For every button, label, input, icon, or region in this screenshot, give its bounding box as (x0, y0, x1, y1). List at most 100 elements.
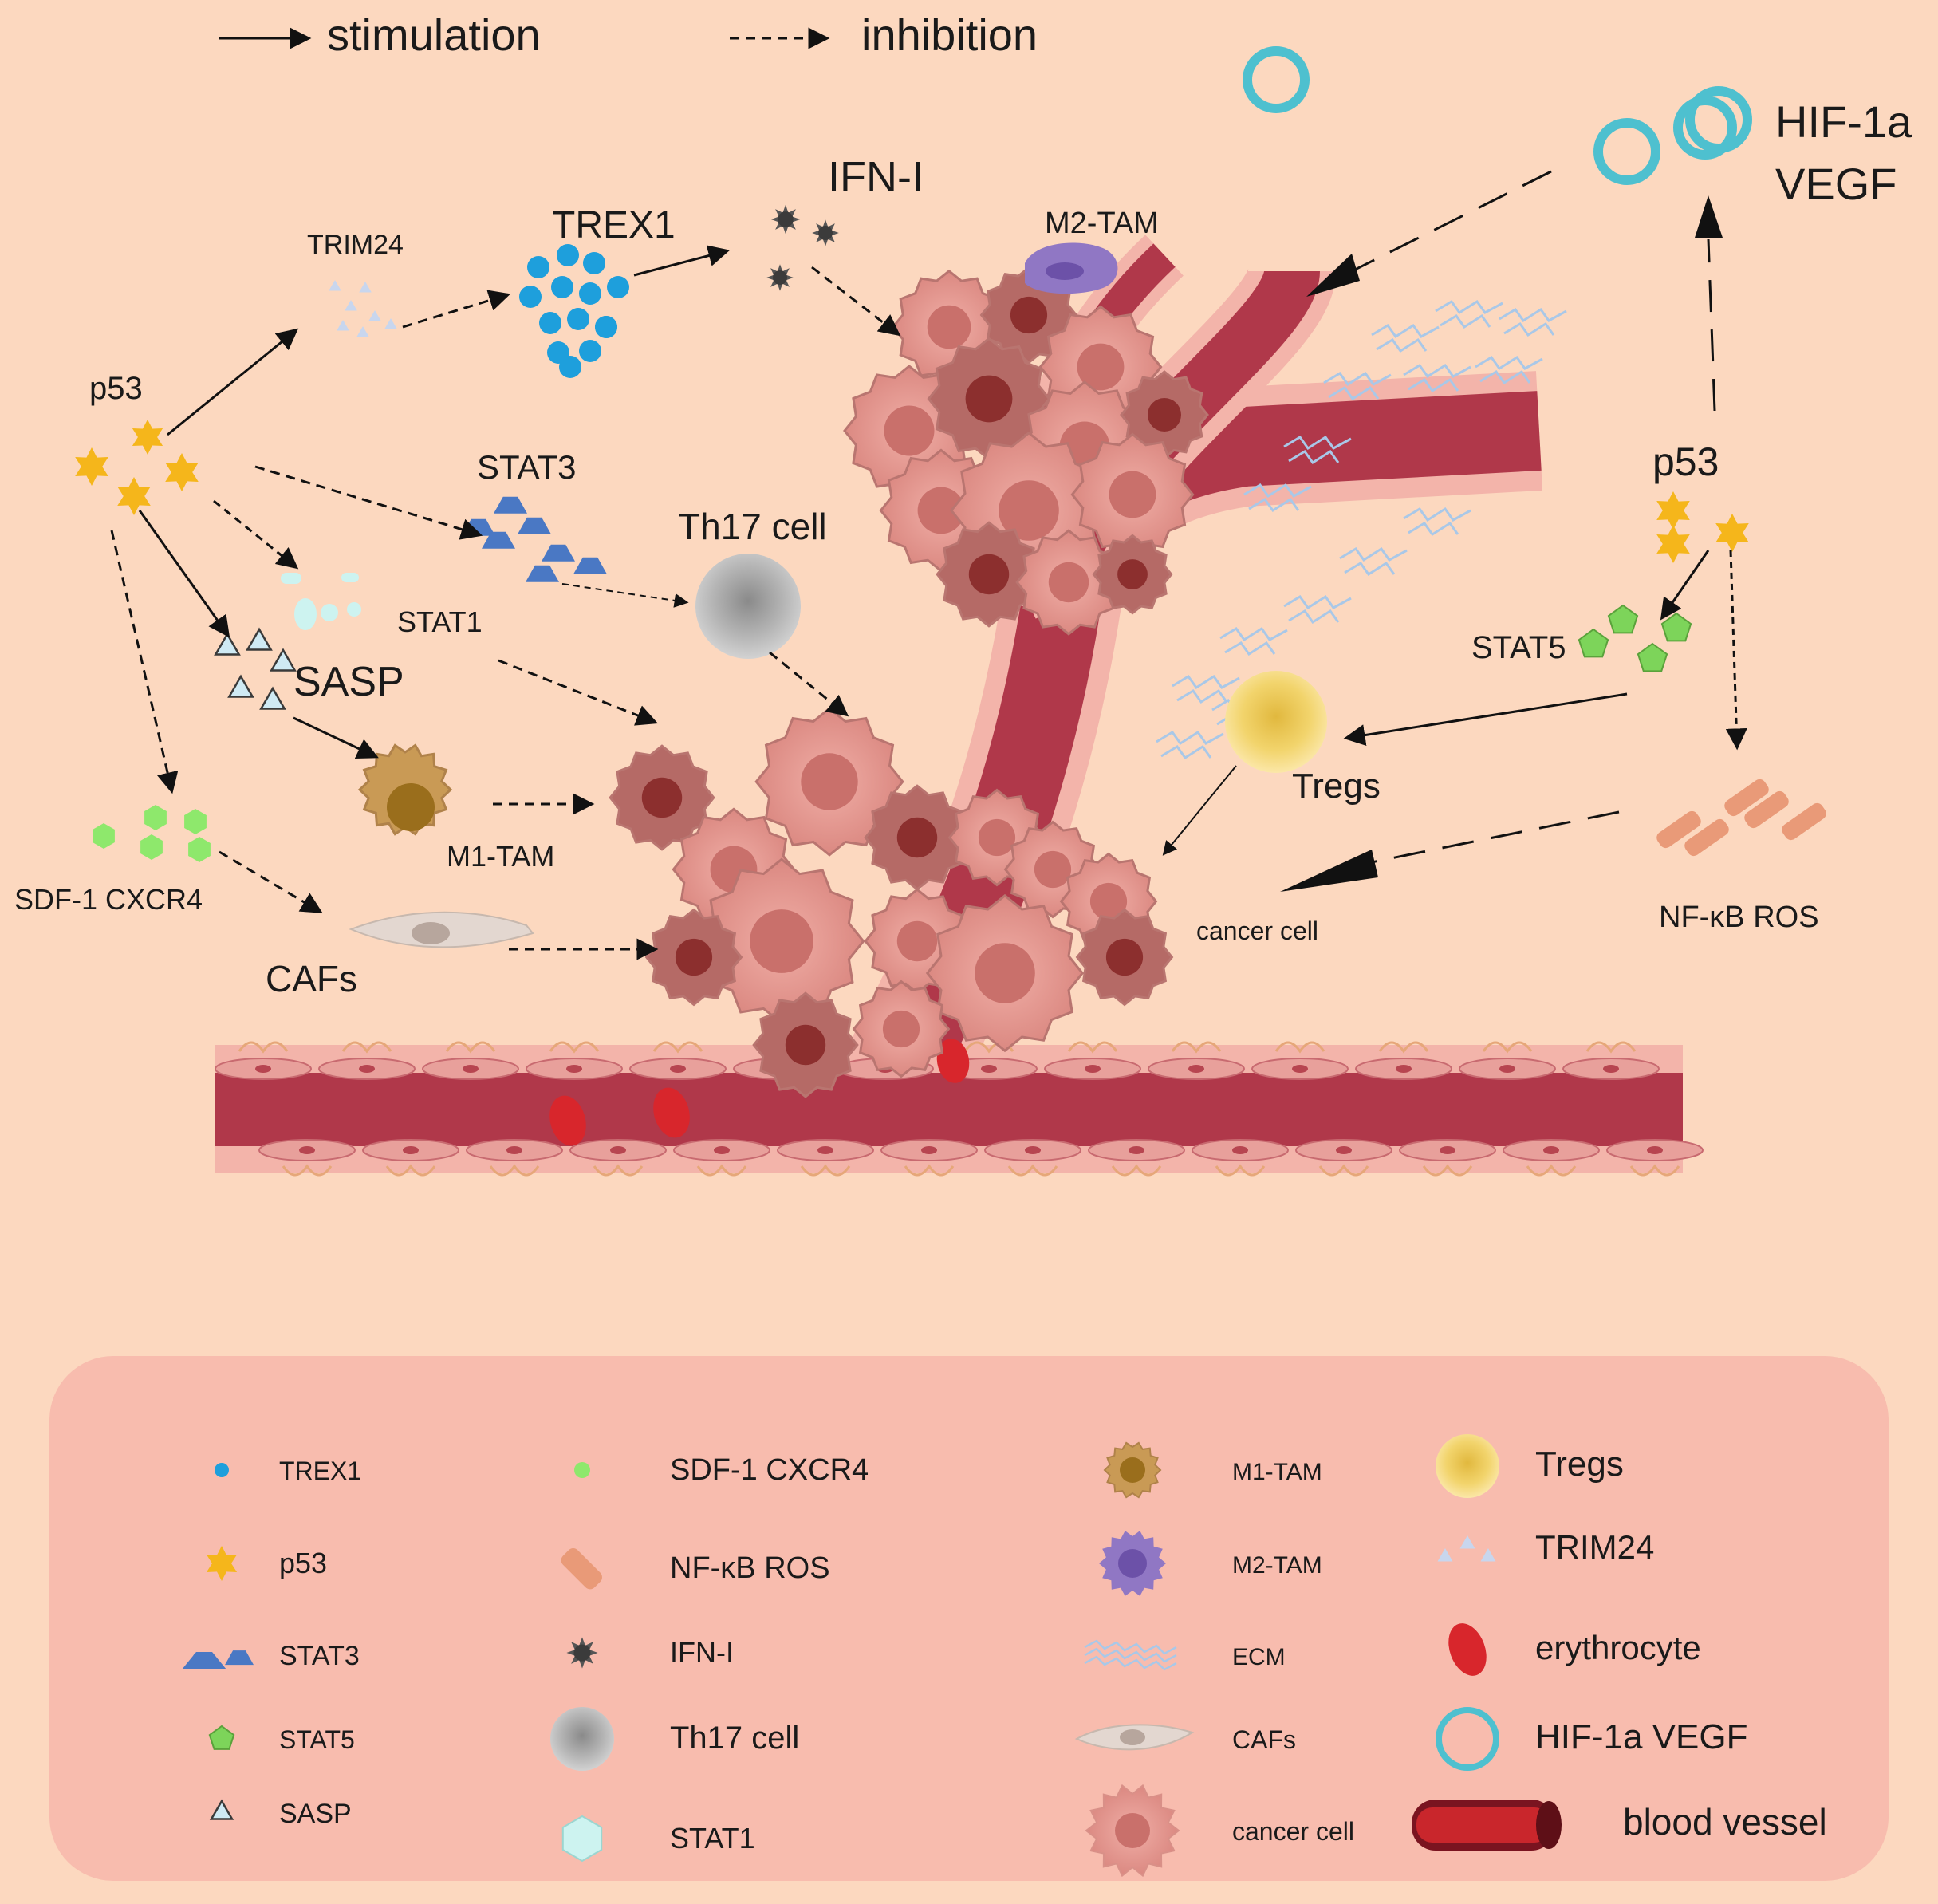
sdf-hexagon-icons (93, 805, 211, 862)
erythrocyte-icon (1448, 1623, 1487, 1676)
legend-item: blood vessel (1412, 1800, 1827, 1851)
legend-label: NF-κB ROS (670, 1551, 830, 1585)
long-inhibition-arrow (1707, 238, 1716, 412)
stimulation-arrow (1162, 765, 1237, 856)
sdf-hexagon-icon (93, 823, 115, 849)
sasp-triangle-icon (246, 627, 273, 651)
cafs-label: CAFs (266, 958, 357, 999)
treg-cell-icon (1436, 1434, 1499, 1498)
legend-label: SDF-1 CXCR4 (670, 1453, 869, 1487)
m2tam-label: M2-TAM (1045, 207, 1159, 240)
sdf-hexagon-icon (188, 837, 211, 862)
trim24-icon (1437, 1548, 1453, 1562)
legend-item: NF-κB ROS (561, 1548, 830, 1590)
ecm-fiber (1371, 323, 1440, 339)
arrow-key: stimulation inhibition (219, 10, 1038, 60)
inhibition-arrow (769, 651, 849, 717)
ecm-fiber (1283, 594, 1352, 610)
p53-right-label: p53 (1652, 440, 1719, 484)
trex1-dot-icons (519, 244, 629, 378)
horizontal-blood-vessel (215, 1039, 1704, 1177)
m1tam-group: M1-TAM (357, 743, 554, 873)
legend-label: STAT3 (279, 1641, 360, 1671)
inhibition-arrow (402, 290, 511, 329)
treg-cell-icon (1225, 671, 1327, 773)
sasp-group: SASP (214, 627, 404, 710)
ecm-fiber (1499, 307, 1567, 323)
arrowhead (1695, 195, 1723, 238)
nfkb-label: NF-κB ROS (1659, 901, 1819, 934)
legend-item: STAT5 (208, 1725, 355, 1754)
trim24-icon (368, 310, 381, 321)
hif-vegf-group: HIF-1a VEGF (1243, 46, 1912, 209)
legend-item: TRIM24 (1437, 1528, 1654, 1566)
th17-label: Th17 cell (678, 506, 827, 547)
nfkb-rod-icon (1782, 802, 1826, 841)
legend-item: SDF-1 CXCR4 (574, 1453, 869, 1487)
trex1-label: TREX1 (552, 204, 676, 246)
stat3-icon (573, 557, 607, 574)
long-inhibition-arrow (1355, 810, 1620, 867)
stat3-icon (462, 518, 495, 536)
trim24-icons (329, 280, 397, 337)
erythrocytes (549, 1039, 970, 1146)
legend-item: M1-TAM (1103, 1441, 1322, 1499)
stat5-label: STAT5 (1471, 630, 1566, 665)
arrowhead (1306, 254, 1360, 297)
trex1-dot-icon (215, 1463, 229, 1477)
stimulation-arrow (293, 716, 379, 759)
trim24-icon (329, 280, 341, 291)
stat5-pentagon-icon (1660, 612, 1692, 642)
stat3-icon (482, 531, 515, 549)
inhibition-arrow (811, 266, 901, 337)
stimulation-arrow (167, 328, 299, 436)
inhibition-label: inhibition (861, 10, 1038, 60)
legend-item: p53 (206, 1546, 327, 1581)
ecm-fibers (1156, 299, 1567, 760)
legend-item: M2-TAM (1099, 1531, 1322, 1596)
stat3-icon (225, 1650, 254, 1666)
ifn-cell-icons (766, 204, 839, 291)
trex1-dot-icon (559, 356, 581, 378)
legend-item: SASP (209, 1799, 352, 1829)
legend-item: IFN-I (566, 1636, 734, 1669)
cafs-group: CAFs (266, 911, 534, 999)
trex1-dot-icon (557, 244, 579, 266)
legend-label: M2-TAM (1232, 1552, 1322, 1579)
m1tam-label: M1-TAM (447, 840, 554, 873)
m2tam-group: M2-TAM (1025, 207, 1159, 294)
stimulation-arrow (1343, 692, 1628, 746)
legend-label: IFN-I (670, 1636, 734, 1669)
stat1-hexagon-icon (561, 1815, 603, 1863)
long-inhibition-arrow (1343, 170, 1552, 277)
trex1-dot-icon (539, 312, 561, 334)
legend-label: TREX1 (279, 1457, 361, 1485)
sasp-triangle-icon (209, 1799, 234, 1820)
stat3-label: STAT3 (477, 448, 576, 486)
trex1-dot-icon (579, 340, 601, 362)
stat5-pentagon-icon (1637, 642, 1668, 672)
tregs-label: Tregs (1292, 767, 1381, 806)
nfkb-rod-icons (1656, 779, 1826, 857)
inhibition-arrow (254, 465, 483, 540)
sasp-triangle-icon (259, 686, 286, 710)
ecm-fiber-icon (1084, 1639, 1177, 1655)
nfkb-rod-icon (1684, 818, 1729, 857)
legend-item: Tregs (1436, 1434, 1624, 1498)
trim24-label: TRIM24 (307, 230, 404, 260)
ifn-group: IFN-I (766, 153, 924, 291)
p53-star-icon (165, 453, 199, 491)
stat5-pentagon-icon (1607, 604, 1639, 634)
legend-label: HIF-1a VEGF (1535, 1717, 1748, 1756)
tumor-masses (609, 266, 1209, 1098)
trim24-group: TRIM24 (307, 230, 404, 337)
th17-cell-icon (550, 1707, 614, 1771)
p53-star-icons (1656, 491, 1749, 563)
ecm-fiber (1403, 507, 1471, 522)
trex1-dot-icon (527, 256, 549, 278)
stat5-pentagon-icon (1578, 628, 1609, 658)
stat3-icon (518, 517, 551, 534)
inhibition-arrow (219, 850, 323, 913)
